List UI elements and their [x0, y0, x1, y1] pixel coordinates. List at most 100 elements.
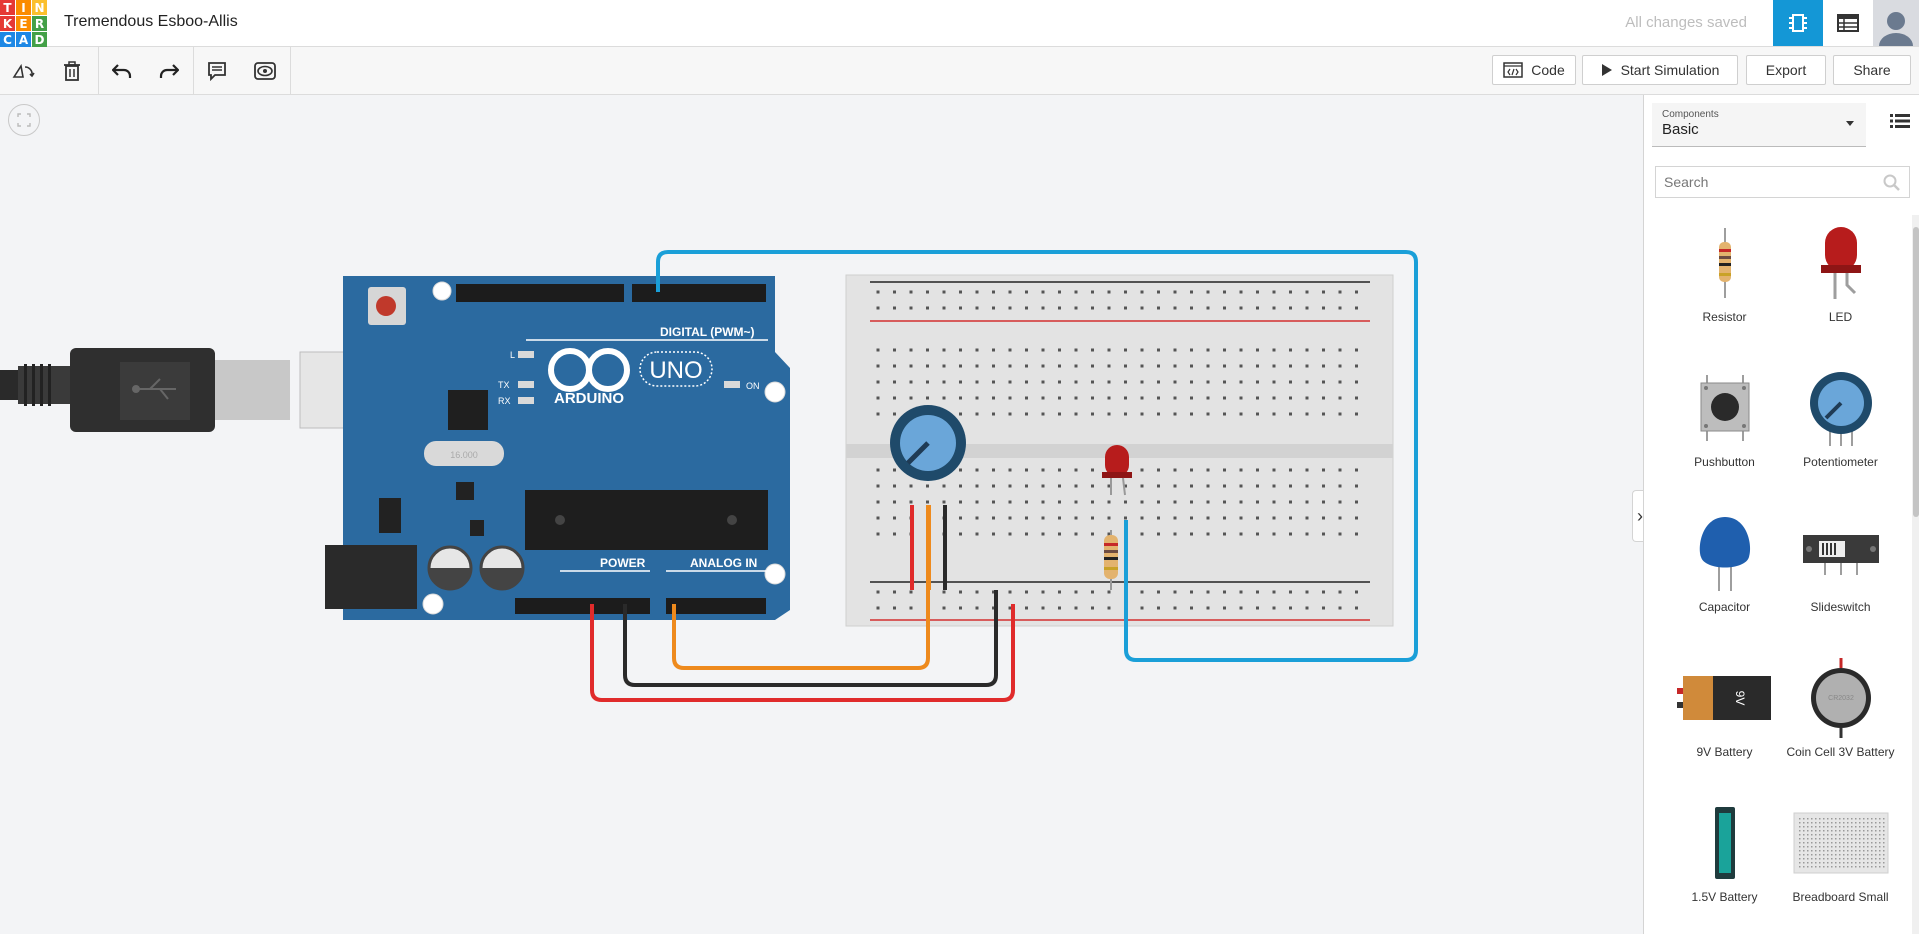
tinkercad-logo[interactable]: T I N K E R C A D	[0, 0, 47, 47]
component-slideswitch[interactable]: Slideswitch	[1782, 505, 1899, 645]
breadboard-hole	[876, 468, 880, 472]
search-input[interactable]	[1656, 167, 1872, 197]
led-part[interactable]	[1102, 445, 1132, 496]
usb-cable[interactable]	[0, 348, 411, 432]
breadboard-hole	[1173, 500, 1177, 504]
component-coin-cell-battery[interactable]: CR2032 Coin Cell 3V Battery	[1782, 650, 1899, 790]
breadboard-hole	[1107, 484, 1111, 488]
breadboard-hole	[1239, 380, 1243, 384]
breadboard-hole	[1338, 380, 1342, 384]
resistor-part[interactable]	[1104, 530, 1118, 590]
capacitor-icon	[1699, 516, 1750, 591]
breadboard-hole	[1091, 380, 1094, 384]
breadboard-hole	[1305, 500, 1309, 504]
logo-letter: A	[16, 32, 31, 47]
redo-button[interactable]	[155, 57, 183, 85]
toolbar-divider	[98, 47, 99, 94]
wire-a0-orange[interactable]	[672, 505, 930, 670]
component-label: Potentiometer	[1803, 455, 1878, 469]
rotate-button[interactable]	[9, 57, 37, 85]
breadboard-small-hole	[1866, 865, 1868, 867]
delete-button[interactable]	[58, 57, 86, 85]
component-pushbutton[interactable]: Pushbutton	[1666, 360, 1783, 500]
component-label: Pushbutton	[1694, 455, 1755, 469]
component-led[interactable]: LED	[1782, 215, 1899, 355]
project-title[interactable]: Tremendous Esboo-Allis	[64, 13, 238, 30]
breadboard-small-hole	[1822, 837, 1824, 839]
component-potentiometer[interactable]: Potentiometer	[1782, 360, 1899, 500]
breadboard-small-hole	[1838, 845, 1840, 847]
circuit-canvas[interactable]: 16.000 DIGITAL (PWM~) POWER ANALOG IN AR…	[0, 95, 1643, 934]
usb-icon	[132, 378, 176, 400]
panel-scrollbar[interactable]	[1912, 215, 1919, 934]
component-category-select[interactable]: Components Basic	[1652, 103, 1866, 147]
component-breadboard-small[interactable]: Breadboard Small	[1782, 795, 1899, 934]
code-button[interactable]: Code	[1492, 55, 1576, 85]
breadboard-small-hole	[1838, 841, 1840, 843]
export-button[interactable]: Export	[1746, 55, 1826, 85]
breadboard-small-hole	[1798, 837, 1800, 839]
breadboard-hole	[1272, 412, 1276, 416]
crystal-label: 16.000	[450, 450, 478, 460]
wire-signal-blue[interactable]	[656, 250, 1418, 662]
breadboard-hole	[1355, 364, 1358, 368]
notes-button[interactable]	[203, 57, 231, 85]
breadboard-small-hole	[1802, 853, 1804, 855]
breadboard-small-hole	[1858, 853, 1860, 855]
breadboard-hole	[1157, 396, 1160, 400]
breadboard-hole	[1074, 290, 1078, 294]
breadboard-hole	[876, 380, 880, 384]
breadboard-hole	[926, 484, 929, 488]
breadboard-hole	[1206, 484, 1210, 488]
scrollbar-thumb[interactable]	[1913, 227, 1919, 517]
breadboard-hole	[1338, 364, 1342, 368]
wire-5v-red[interactable]	[590, 604, 1015, 702]
start-simulation-button[interactable]: Start Simulation	[1582, 55, 1738, 85]
breadboard-small-hole	[1862, 861, 1864, 863]
component-9v-battery[interactable]: 9V 9V Battery	[1666, 650, 1783, 790]
breadboard-hole	[1074, 590, 1078, 594]
breadboard-hole	[893, 290, 896, 294]
component-1-5v-battery[interactable]: 1.5V Battery	[1666, 795, 1783, 934]
potentiometer-part[interactable]	[890, 405, 966, 481]
breadboard-hole	[1058, 364, 1061, 368]
breadboard-hole	[1355, 306, 1358, 310]
share-button[interactable]: Share	[1833, 55, 1911, 85]
wire-gnd-black[interactable]	[623, 590, 998, 687]
component-capacitor[interactable]: Capacitor	[1666, 505, 1783, 645]
breadboard-hole	[1322, 348, 1325, 352]
visibility-button[interactable]	[251, 57, 279, 85]
breadboard-hole	[1305, 484, 1309, 488]
breadboard-small-hole	[1834, 865, 1836, 867]
zoom-to-fit-button[interactable]	[8, 104, 40, 136]
breadboard-hole	[1305, 348, 1309, 352]
breadboard-hole	[992, 590, 995, 594]
breadboard-small-hole	[1854, 821, 1856, 823]
breadboard-hole	[1289, 380, 1292, 384]
breadboard-small-hole	[1862, 853, 1864, 855]
toolbar-divider	[290, 47, 291, 94]
breadboard-small-hole	[1846, 861, 1848, 863]
breadboard-small-hole	[1814, 861, 1816, 863]
user-avatar[interactable]	[1873, 0, 1919, 46]
component-list-view-button[interactable]	[1823, 0, 1873, 46]
list-view-toggle[interactable]	[1890, 113, 1910, 134]
breadboard-hole	[975, 590, 979, 594]
breadboard-small-hole	[1822, 825, 1824, 827]
breadboard-hole	[1124, 412, 1127, 416]
undo-button[interactable]	[108, 57, 136, 85]
circuit-view-button[interactable]	[1773, 0, 1823, 46]
breadboard-small-hole	[1878, 845, 1880, 847]
breadboard-hole	[1173, 364, 1177, 368]
breadboard-small-hole	[1870, 861, 1872, 863]
breadboard-hole	[1140, 468, 1144, 472]
breadboard-hole	[1124, 484, 1127, 488]
breadboard-hole	[1305, 364, 1309, 368]
breadboard-hole	[1008, 348, 1012, 352]
component-resistor[interactable]: Resistor	[1666, 215, 1783, 355]
breadboard-hole	[1124, 380, 1127, 384]
breadboard-hole	[1239, 290, 1243, 294]
breadboard-hole	[1190, 348, 1193, 352]
arduino-uno-board[interactable]: 16.000 DIGITAL (PWM~) POWER ANALOG IN AR…	[325, 276, 790, 620]
circuit-drawing: 16.000 DIGITAL (PWM~) POWER ANALOG IN AR…	[0, 250, 1418, 702]
